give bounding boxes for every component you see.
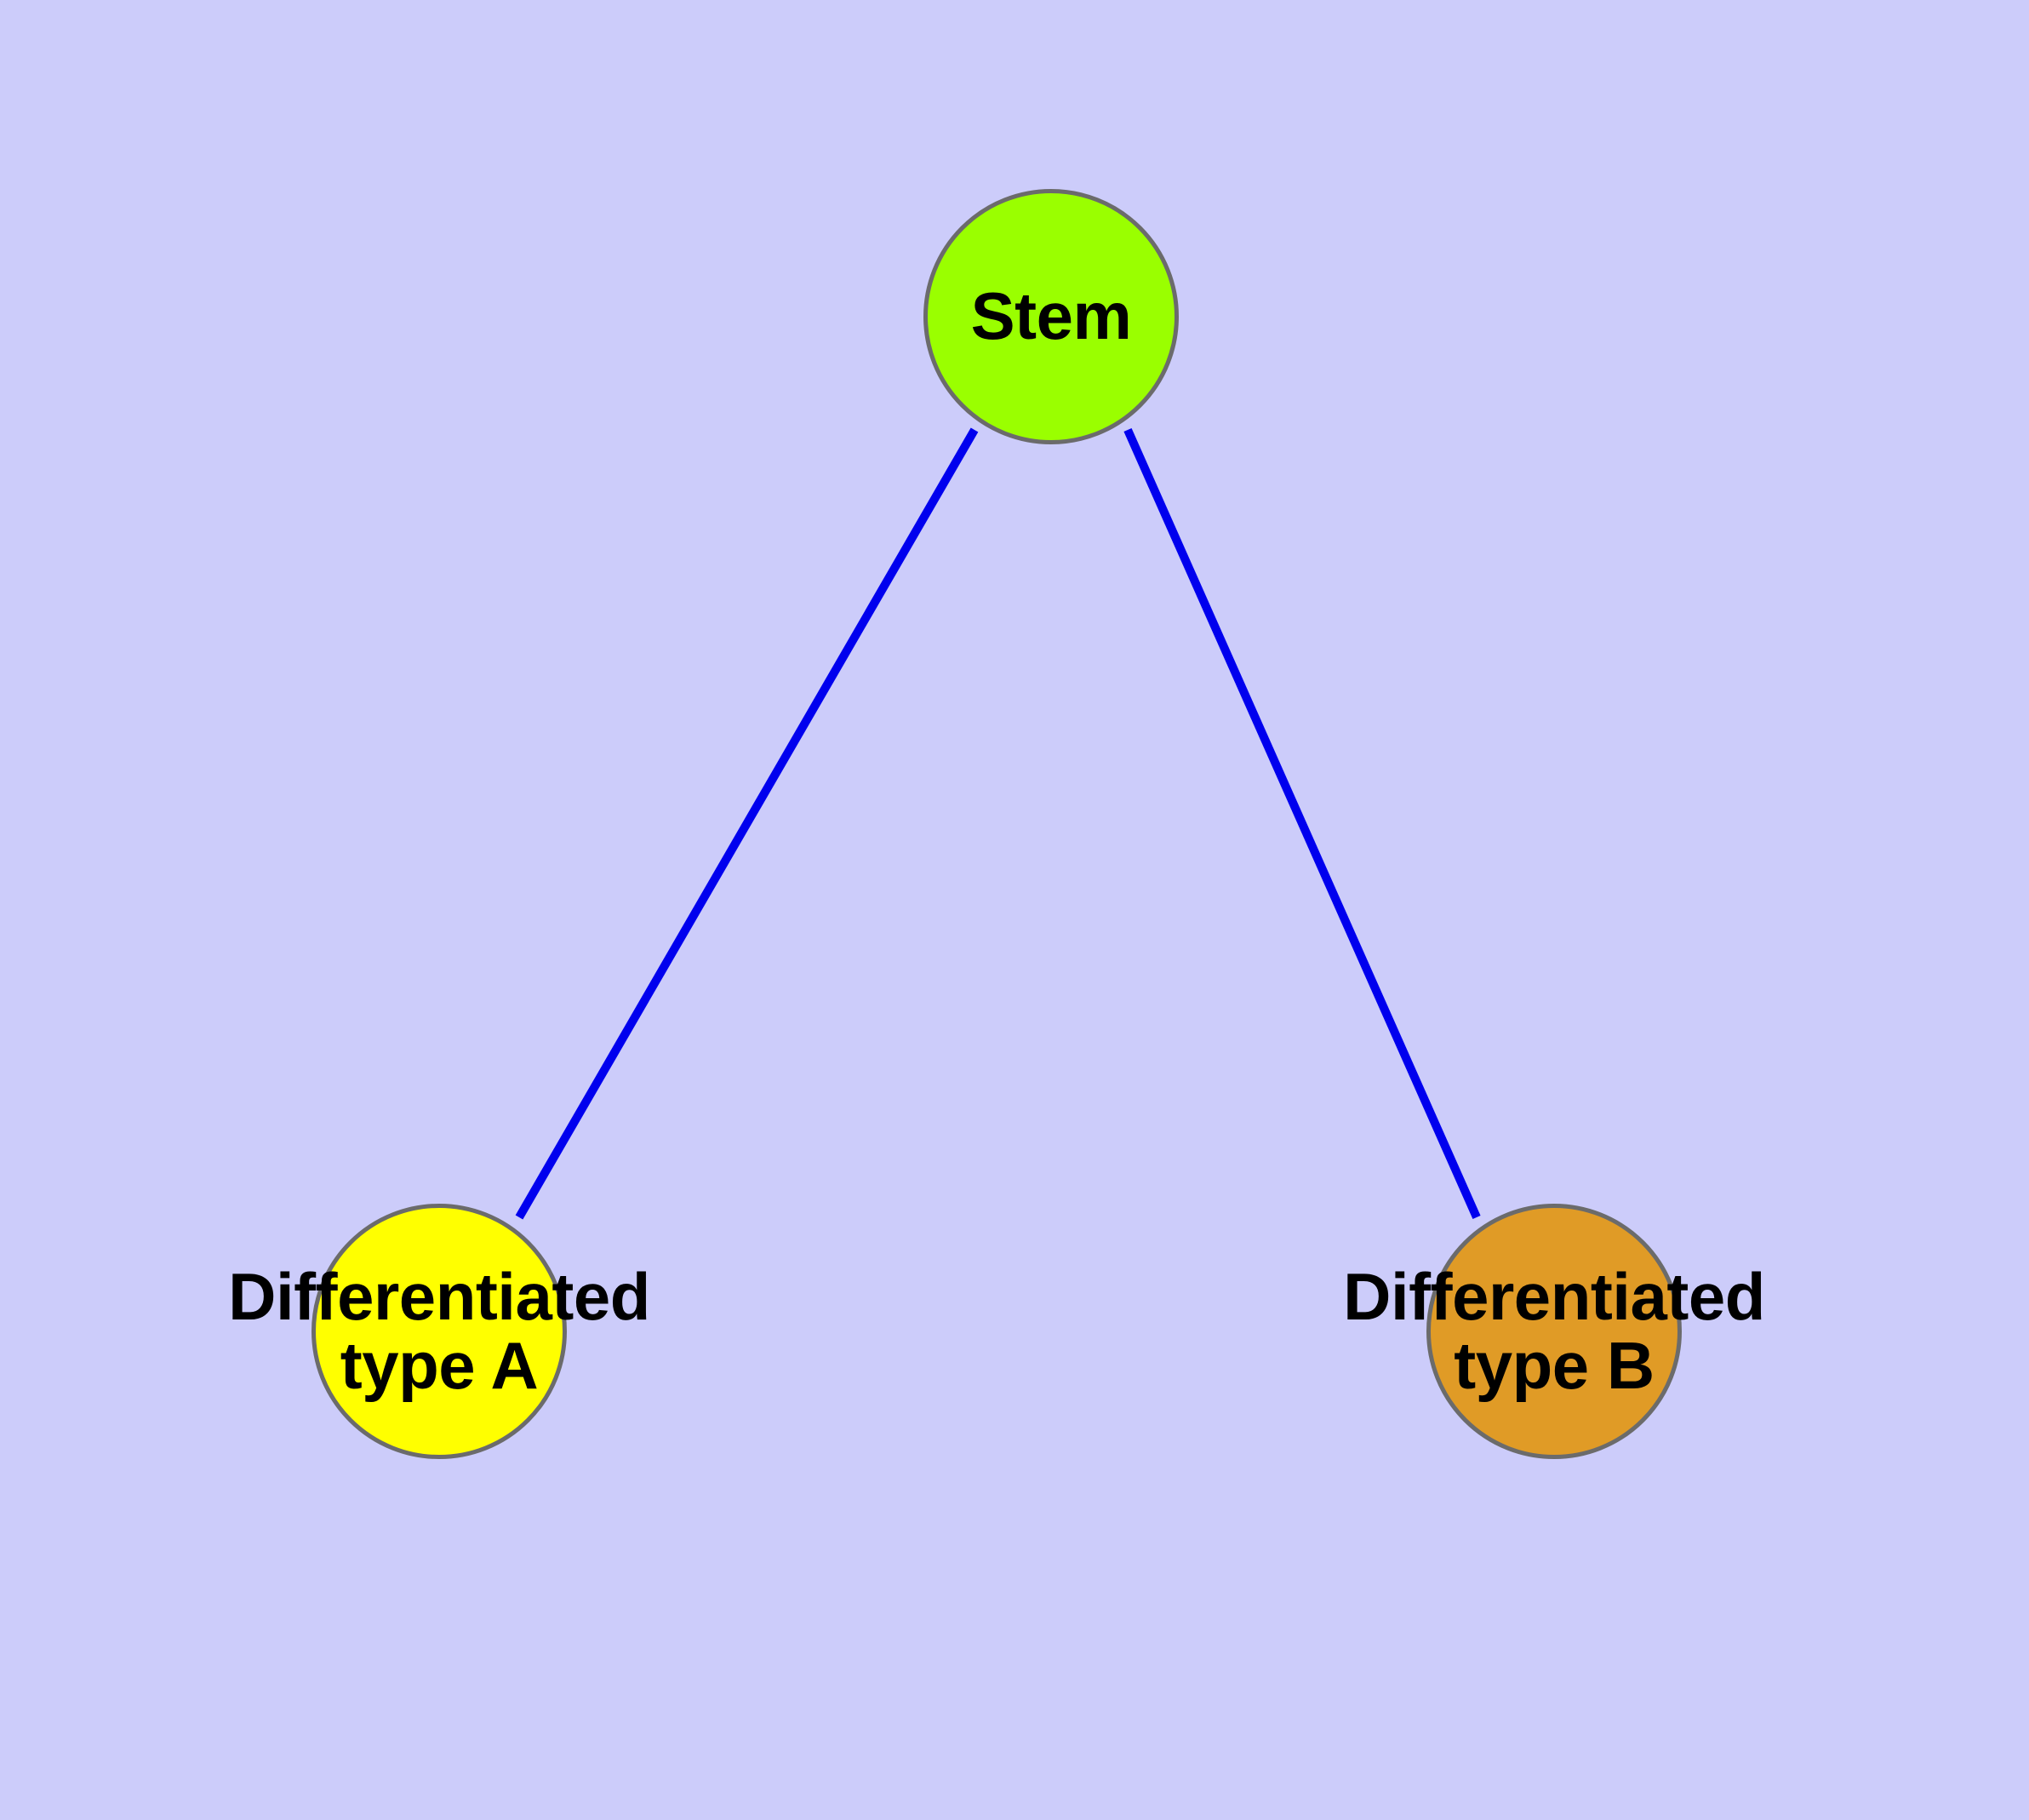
edge-stem-to-differentiated-type-a xyxy=(515,427,979,1220)
node-stem[interactable] xyxy=(923,189,1179,444)
edge-stem-to-differentiated-type-b xyxy=(1123,427,1481,1220)
node-differentiated-type-a[interactable] xyxy=(311,1204,567,1459)
node-differentiated-type-b[interactable] xyxy=(1426,1204,1682,1459)
